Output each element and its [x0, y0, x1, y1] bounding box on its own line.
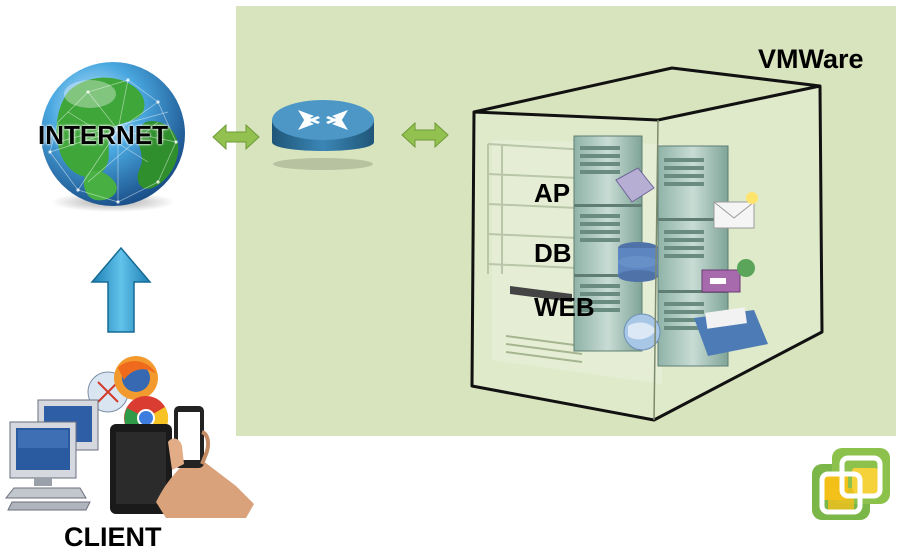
double-arrow-icon	[212, 123, 260, 151]
folder-icon	[694, 307, 768, 356]
client-label: CLIENT	[64, 522, 162, 552]
database-icon	[618, 242, 658, 282]
server-case-icon	[470, 66, 824, 422]
globe-small-icon	[623, 313, 661, 351]
web-label: WEB	[534, 292, 595, 322]
mail-icon	[713, 192, 758, 229]
double-arrow-icon	[401, 121, 449, 149]
client-devices-icon	[4, 356, 254, 518]
db-label: DB	[534, 238, 572, 268]
vmware-label: VMWare	[758, 44, 864, 74]
router-icon	[272, 100, 374, 170]
tablet-icon	[110, 424, 172, 514]
web-monitor-icon	[701, 259, 755, 293]
gear-doc-icon	[615, 167, 655, 203]
ap-label: AP	[534, 178, 571, 208]
desktop-computer-icon	[4, 399, 99, 511]
up-arrow-icon	[90, 246, 152, 333]
smartphone-icon	[156, 406, 254, 518]
globe-icon	[41, 62, 185, 212]
vmware-logo-icon	[812, 448, 890, 520]
internet-label: INTERNET	[38, 120, 168, 150]
